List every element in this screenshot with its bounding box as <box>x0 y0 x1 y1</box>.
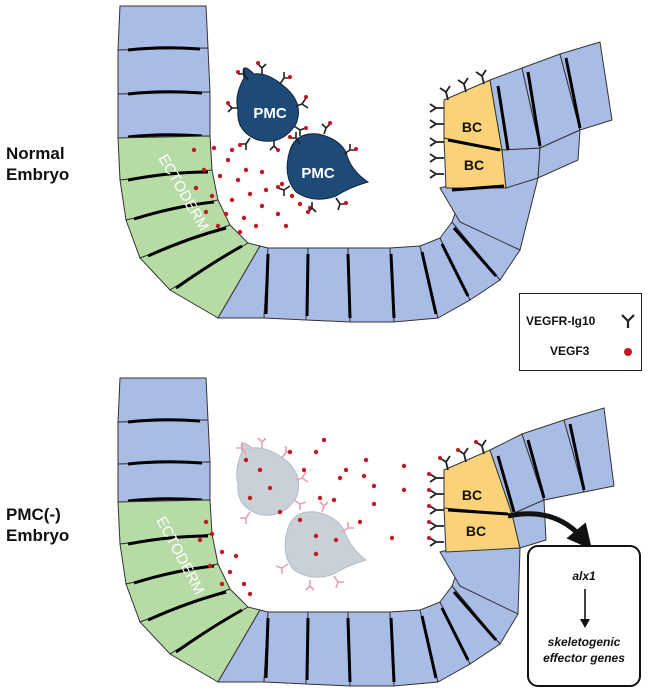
bc-to-alx1-arrow <box>507 511 592 550</box>
normal-label-line2: Embryo <box>6 165 70 184</box>
normal-label-line1: Normal <box>6 144 65 163</box>
vegf-dots-normal <box>191 145 313 235</box>
ectoderm-cells-2 <box>117 499 261 683</box>
left-blue-cells <box>117 5 211 139</box>
effector-line2: effector genes <box>543 651 625 665</box>
bottom-blue-cells <box>217 199 521 323</box>
vegf-dots-pmc-minus <box>197 437 407 597</box>
right-cells-2 <box>439 407 615 615</box>
ghost-pmc-cell-1 <box>236 442 300 516</box>
pmc-receptor-tips-normal <box>226 61 358 214</box>
ghost-pmc-cell-2 <box>284 511 368 578</box>
legend-ligand-label: VEGF3 <box>550 344 590 358</box>
legend: VEGFR-Ig10 VEGF3 <box>519 293 642 371</box>
pmc-minus-label-line1: PMC(-) <box>6 505 61 524</box>
effector-line1: skeletogenic <box>547 635 621 649</box>
right-cells <box>439 41 613 251</box>
pmc-cell-1 <box>236 67 299 142</box>
bc-receptors-pmc-minus <box>429 439 487 547</box>
pmc-cell-2 <box>286 133 370 200</box>
bc-label-4: BC <box>466 523 486 539</box>
ectoderm-cells <box>117 135 261 319</box>
pmc-label-1: PMC <box>253 105 287 122</box>
bc-label-1: BC <box>462 119 482 135</box>
ghost-pmc-receptors <box>236 437 354 591</box>
legend-receptor-label: VEGFR-Ig10 <box>526 314 596 328</box>
pmc-minus-label-line2: Embryo <box>6 526 70 545</box>
pmc-label-2: PMC <box>301 165 335 182</box>
receptor-icon <box>621 314 635 328</box>
bc-label-2: BC <box>464 157 484 173</box>
normal-embryo <box>117 5 613 323</box>
pmc-minus-embryo <box>117 377 615 687</box>
bc-label-3: BC <box>462 487 482 503</box>
bc-receptors-normal <box>429 69 487 179</box>
pmc-minus-embryo-label: PMC(-) Embryo <box>6 504 69 546</box>
vegf-dot-icon <box>624 348 632 356</box>
down-arrow-icon <box>580 589 590 628</box>
bc-receptor-tips-pmc-minus <box>427 440 478 540</box>
left-blue-cells-2 <box>117 377 211 503</box>
gene-flow-box: alx1 skeletogenic effector genes <box>527 545 641 687</box>
alx1-gene-label: alx1 <box>572 569 596 583</box>
normal-embryo-label: Normal Embryo <box>6 143 69 185</box>
